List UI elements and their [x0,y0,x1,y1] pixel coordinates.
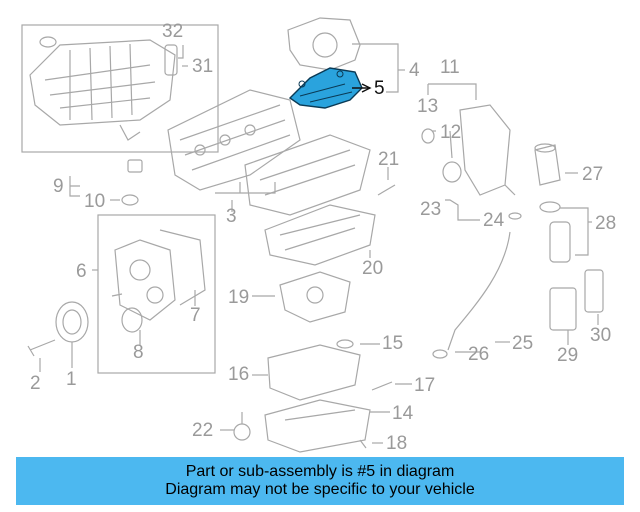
crank-pulley [55,301,89,343]
callout-17: 17 [414,375,436,396]
filter-element [549,221,571,263]
callout-8: 8 [133,342,144,363]
callout-3: 3 [226,206,237,227]
callout-23: 23 [420,199,442,220]
callout-25: 25 [512,333,534,354]
banner-line-1: Part or sub-assembly is #5 in diagram [185,463,455,480]
banner-line-2: Diagram may not be specific to your vehi… [165,481,475,498]
filter-seal [539,201,561,213]
oil-cooler-gasket [584,269,604,313]
dipstick-tube [447,231,511,351]
callout-10: 10 [84,191,106,212]
oil-filter [534,143,561,186]
callout-11: 11 [440,57,460,78]
callout-2: 2 [30,373,41,394]
valve-cover [244,134,371,216]
callout-4: 4 [409,60,420,81]
callout-14: 14 [392,403,414,424]
oil-cooler [549,287,577,331]
callout-9: 9 [53,176,64,197]
callout-27: 27 [582,164,604,185]
intake-manifold-box [21,24,219,153]
upper-cover [287,17,361,71]
callout-12: 12 [440,122,462,143]
callout-1: 1 [66,369,77,390]
seal-26 [432,349,448,359]
callout-16: 16 [228,364,250,385]
callout-5[interactable]: 5 [374,78,385,99]
part-21 [377,184,396,196]
callout-26: 26 [468,344,490,365]
timing-cover [421,104,511,196]
parts-diagram [21,17,604,453]
callout-31: 31 [192,56,214,77]
callout-28: 28 [595,213,617,234]
callout-13: 13 [417,96,439,117]
part-9 [127,159,143,173]
callout-20: 20 [362,258,384,279]
pulley-bolt [27,339,56,357]
front-cover-box [97,214,216,374]
callout-29: 29 [557,345,579,366]
front-cover [114,229,206,333]
callout-22: 22 [192,420,214,441]
leader-lines [39,43,599,444]
oil-level-sensor [233,412,251,441]
part-17 [371,381,393,391]
callout-18: 18 [386,433,408,454]
oil-pan-gasket [267,344,361,401]
callout-21: 21 [378,149,400,170]
callout-30: 30 [590,325,612,346]
seal-15 [336,339,354,349]
part-5-highlighted[interactable] [288,67,372,109]
drain-plug [359,439,367,449]
oil-pan-lower [264,399,371,453]
oil-pressure-switch [504,184,516,196]
seal-10 [121,194,139,206]
callout-7: 7 [190,305,201,326]
callout-24: 24 [483,210,505,231]
oil-pan-upper [264,204,376,266]
callout-19: 19 [228,287,250,308]
baffle [279,271,351,323]
gasket-32 [164,44,178,76]
info-banner: Part or sub-assembly is #5 in diagram Di… [16,457,624,505]
callout-6: 6 [76,261,87,282]
cylinder-head [167,89,301,191]
callout-15: 15 [382,333,404,354]
callout-32: 32 [162,21,184,42]
intake-manifold [29,36,176,141]
